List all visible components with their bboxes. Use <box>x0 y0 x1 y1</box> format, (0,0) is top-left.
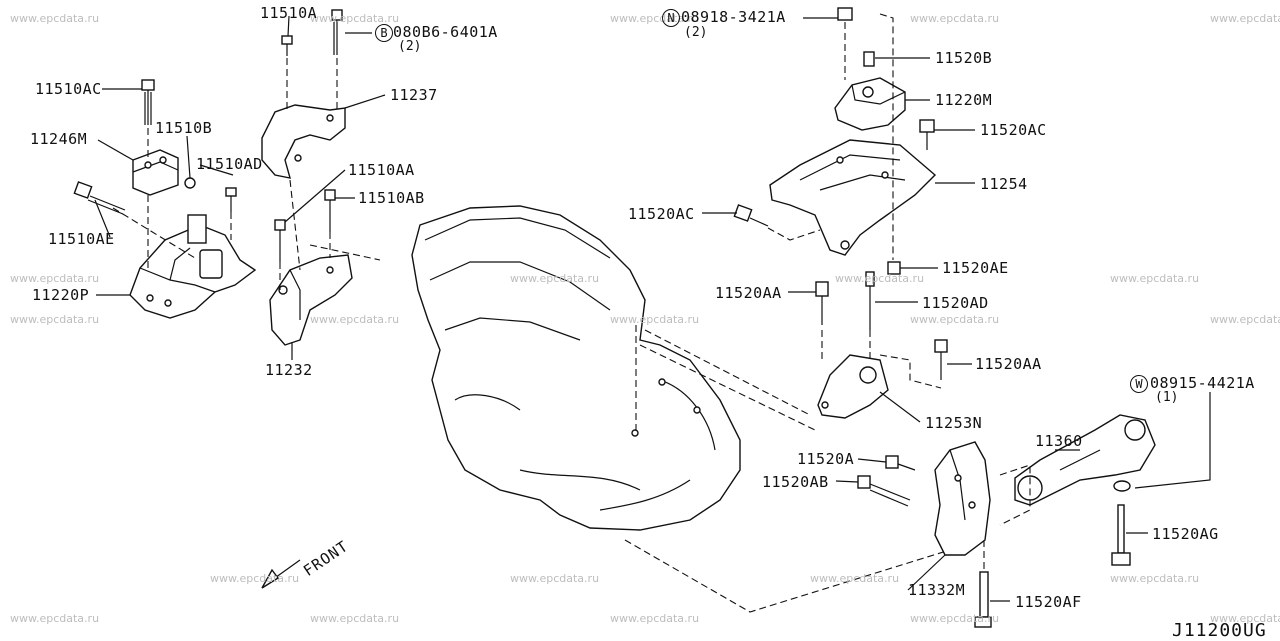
watermark: www.epcdata.ru <box>310 313 400 326</box>
part-label-11232[interactable]: 11232 <box>265 361 313 379</box>
watermark: www.epcdata.ru <box>1210 12 1280 25</box>
marker-n: N <box>662 9 680 27</box>
bracket-11254 <box>769 139 937 256</box>
part-label-08915[interactable]: 08915-4421A <box>1150 374 1255 392</box>
part-label-11253n[interactable]: 11253N <box>925 414 983 432</box>
bracket-11253n <box>817 354 889 419</box>
engine-block <box>411 205 741 531</box>
part-label-11510a[interactable]: 11510A <box>260 4 318 22</box>
watermark: www.epcdata.ru <box>210 572 300 585</box>
bolts-left <box>73 9 343 262</box>
qty-080b6: (2) <box>398 39 422 54</box>
watermark: www.epcdata.ru <box>10 12 100 25</box>
watermark: www.epcdata.ru <box>1210 612 1280 625</box>
watermark: www.epcdata.ru <box>510 272 600 285</box>
watermark: www.epcdata.ru <box>310 12 400 25</box>
watermark: www.epcdata.ru <box>10 313 100 326</box>
bracket-11246m <box>132 149 179 196</box>
front-arrow <box>261 559 301 589</box>
marker-b: B <box>375 24 393 42</box>
watermark: www.epcdata.ru <box>610 313 700 326</box>
marker-w: W <box>1130 375 1148 393</box>
watermark: www.epcdata.ru <box>310 612 400 625</box>
dashed-leaders-right-lower <box>983 464 1031 572</box>
part-label-11520af[interactable]: 11520AF <box>1015 593 1082 611</box>
dashed-leaders-left <box>112 58 381 290</box>
part-label-11520ad[interactable]: 11520AD <box>922 294 989 312</box>
part-label-11520ac-left[interactable]: 11520AC <box>628 205 695 223</box>
part-label-11254[interactable]: 11254 <box>980 175 1028 193</box>
part-label-11520aa-left[interactable]: 11520AA <box>715 284 782 302</box>
watermark: www.epcdata.ru <box>910 313 1000 326</box>
leader-lines <box>94 15 1211 602</box>
bracket-11332m <box>934 441 992 628</box>
watermark: www.epcdata.ru <box>1110 272 1200 285</box>
insulator-11220m <box>834 51 906 131</box>
part-label-11520ae[interactable]: 11520AE <box>942 259 1009 277</box>
engine-mount-11220p <box>129 214 257 319</box>
bolts-right-lower <box>857 455 916 507</box>
watermark: www.epcdata.ru <box>910 612 1000 625</box>
bracket-11237 <box>261 104 346 179</box>
part-label-11510ad[interactable]: 11510AD <box>196 155 263 173</box>
part-label-11510ae[interactable]: 11510AE <box>48 230 115 248</box>
diagram-code: J11200UG <box>1172 620 1267 641</box>
qty-08915: (1) <box>1155 390 1179 405</box>
part-label-11520ac-right[interactable]: 11520AC <box>980 121 1047 139</box>
watermark: www.epcdata.ru <box>835 272 925 285</box>
part-label-11220p[interactable]: 11220P <box>32 286 90 304</box>
part-label-080b6[interactable]: 080B6-6401A <box>393 23 498 41</box>
watermark: www.epcdata.ru <box>1110 572 1200 585</box>
part-label-11520ab[interactable]: 11520AB <box>762 473 829 491</box>
qty-08918: (2) <box>684 25 708 40</box>
watermark: www.epcdata.ru <box>1210 313 1280 326</box>
part-label-11360[interactable]: 11360 <box>1035 432 1083 450</box>
part-label-11510ab[interactable]: 11510AB <box>358 189 425 207</box>
bolts-right-upper <box>733 7 948 380</box>
dashed-leaders-right <box>624 13 983 613</box>
part-label-11332m[interactable]: 11332M <box>908 581 966 599</box>
bracket-11232 <box>269 254 353 346</box>
part-label-11520a[interactable]: 11520A <box>797 450 855 468</box>
part-label-11520aa-right[interactable]: 11520AA <box>975 355 1042 373</box>
watermark: www.epcdata.ru <box>10 612 100 625</box>
part-label-11510ac[interactable]: 11510AC <box>35 80 102 98</box>
watermark: www.epcdata.ru <box>810 572 900 585</box>
part-label-11520b[interactable]: 11520B <box>935 49 993 67</box>
part-label-11246m[interactable]: 11246M <box>30 130 88 148</box>
watermark: www.epcdata.ru <box>910 12 1000 25</box>
torque-rod-11360 <box>1014 414 1156 566</box>
watermark: www.epcdata.ru <box>610 612 700 625</box>
watermark: www.epcdata.ru <box>10 272 100 285</box>
part-label-11510b[interactable]: 11510B <box>155 119 213 137</box>
part-label-08918[interactable]: 08918-3421A <box>681 8 786 26</box>
part-label-11237[interactable]: 11237 <box>390 86 438 104</box>
part-label-11510aa[interactable]: 11510AA <box>348 161 415 179</box>
part-label-11220m[interactable]: 11220M <box>935 91 993 109</box>
watermark: www.epcdata.ru <box>510 572 600 585</box>
part-label-11520ag[interactable]: 11520AG <box>1152 525 1219 543</box>
